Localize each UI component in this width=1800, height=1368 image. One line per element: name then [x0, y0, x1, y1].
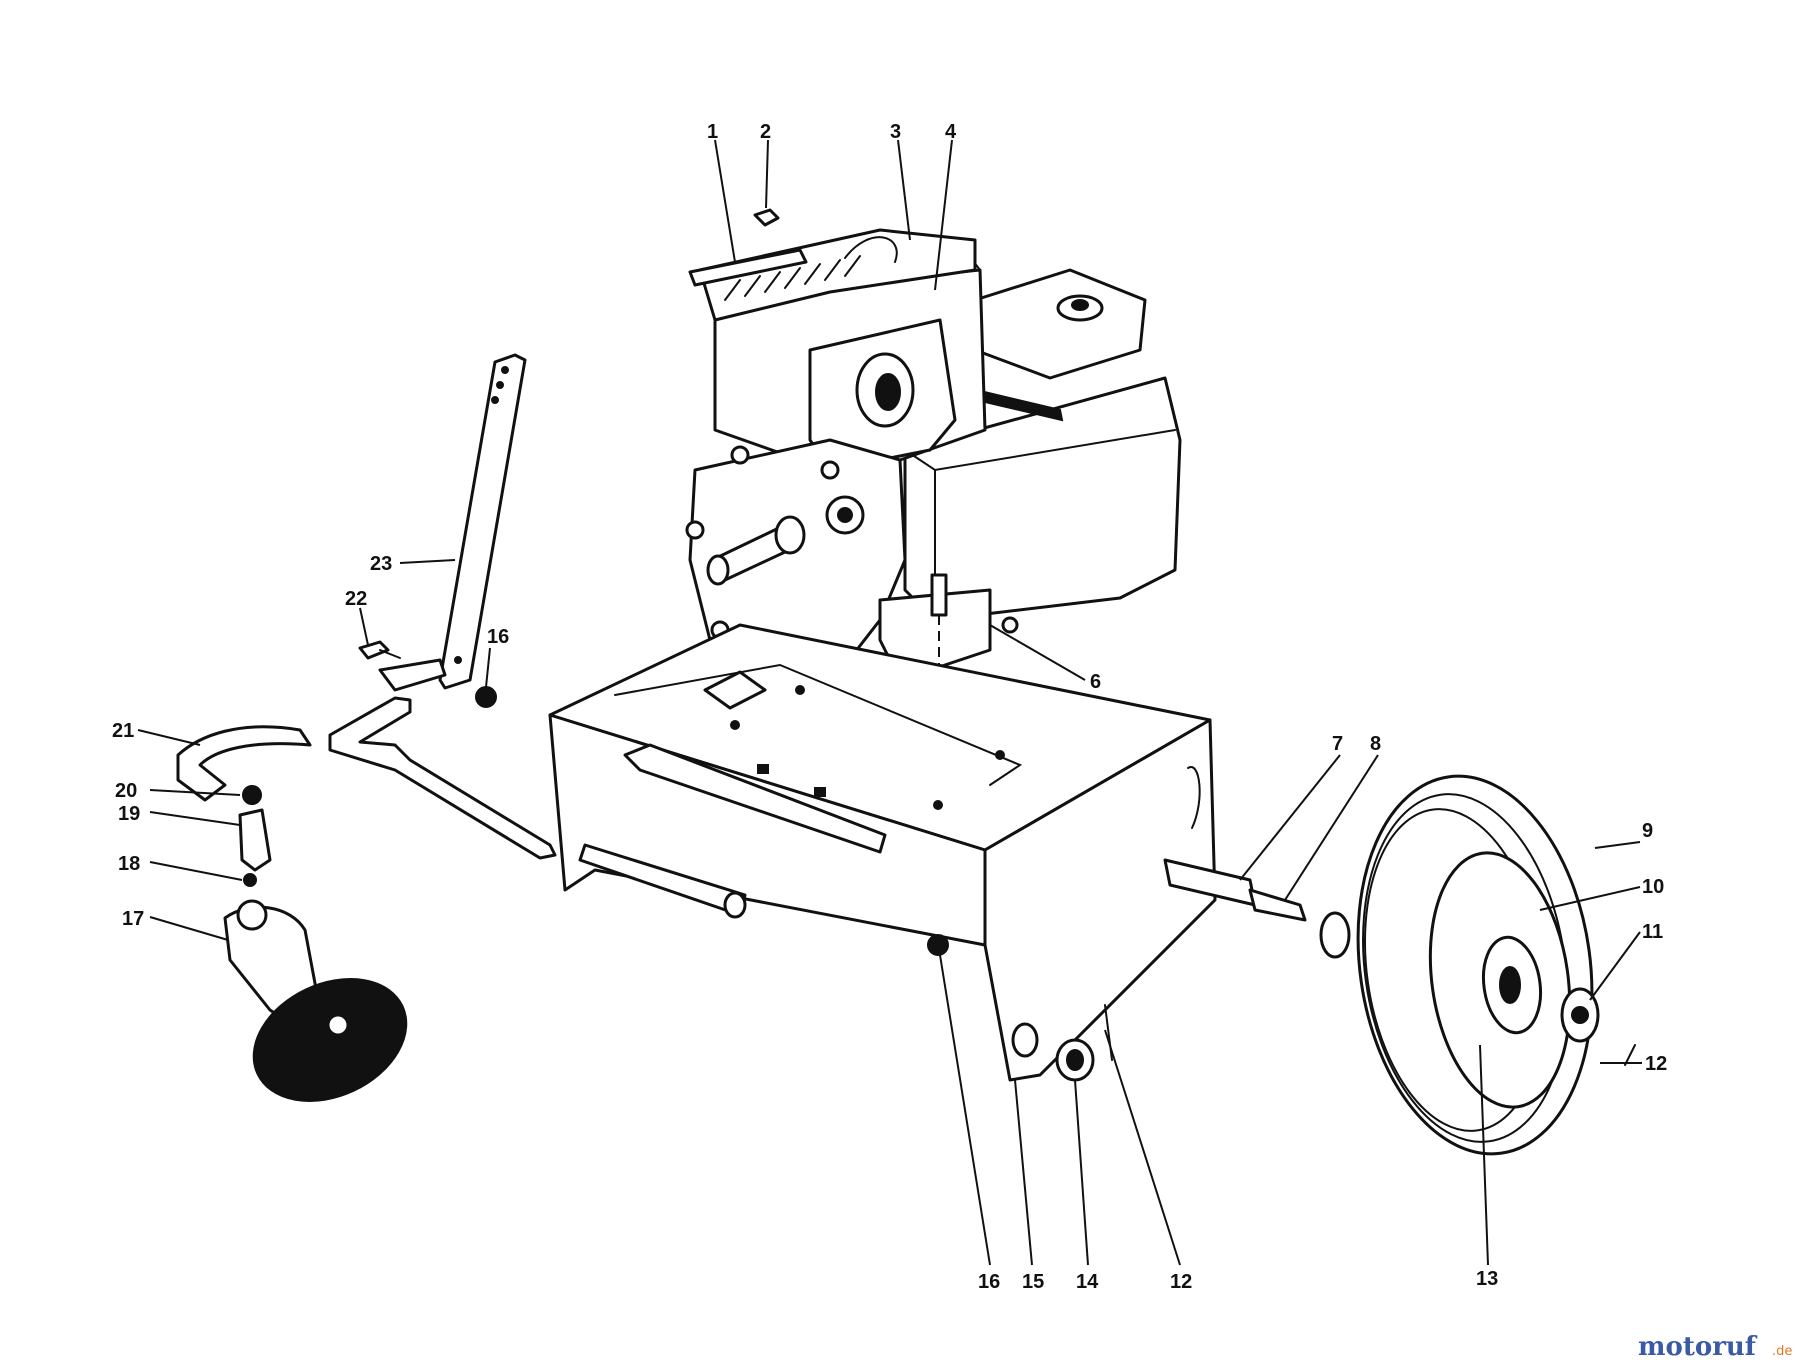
watermark-brand: motoruf — [1638, 1332, 1758, 1362]
callout-15: 15 — [1022, 1271, 1044, 1293]
callout-13: 13 — [1476, 1268, 1498, 1290]
callout-20: 20 — [115, 780, 137, 802]
callout-8: 8 — [1370, 733, 1381, 755]
watermark-logo: motoruf .de — [1638, 1332, 1792, 1362]
callout-2: 2 — [760, 121, 771, 143]
handle-bracket — [438, 353, 527, 690]
callout-10: 10 — [1642, 876, 1664, 898]
callout-14: 14 — [1076, 1271, 1099, 1293]
callout-22: 22 — [345, 588, 367, 610]
callout-18: 18 — [118, 853, 140, 875]
callout-17: 17 — [122, 908, 144, 930]
cotter-pin-icon-2 — [1624, 1044, 1636, 1066]
callout-9: 9 — [1642, 820, 1653, 842]
callout-3: 3 — [890, 121, 901, 143]
rear-wheel — [1356, 774, 1600, 1156]
callout-21: 21 — [112, 720, 134, 742]
callout-4: 4 — [945, 121, 957, 143]
callout-23: 23 — [370, 553, 392, 575]
caster-hardware — [238, 785, 272, 887]
nut-icon — [753, 208, 780, 227]
callout-7: 7 — [1332, 733, 1343, 755]
callout-11: 11 — [1642, 921, 1663, 943]
callout-1: 1 — [707, 121, 718, 143]
axle-shaft — [1163, 858, 1351, 959]
callout-6: 6 — [1090, 671, 1101, 693]
callout-labels: 1 2 3 4 6 7 8 9 10 11 12 12 13 14 15 16 … — [112, 121, 1667, 1293]
caster-arm — [176, 658, 747, 919]
callout-16-bottom: 16 — [978, 1271, 1000, 1293]
callout-12-right: 12 — [1645, 1053, 1667, 1075]
leader-lines — [137, 139, 1642, 1266]
callout-19: 19 — [118, 803, 140, 825]
watermark-suffix: .de — [1772, 1344, 1792, 1359]
callout-16-top: 16 — [487, 626, 509, 648]
frame-deck — [548, 623, 1217, 1082]
callout-12-bottom: 12 — [1170, 1271, 1192, 1293]
caster-wheel — [223, 899, 408, 1102]
engine-assembly — [685, 228, 1182, 800]
